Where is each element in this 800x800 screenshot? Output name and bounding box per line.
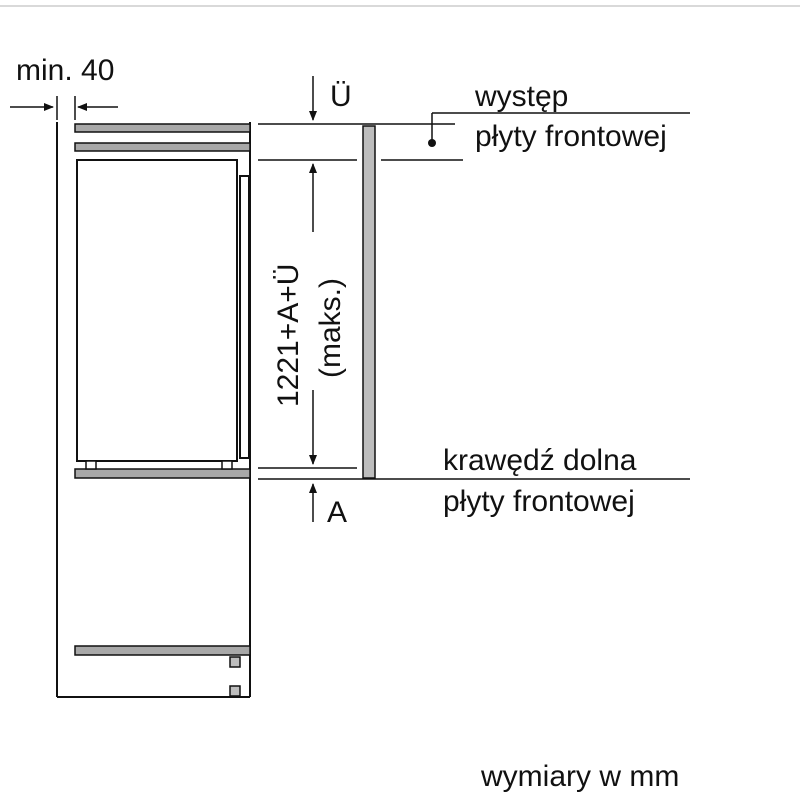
appliance-body — [76, 159, 250, 470]
height-qualifier-label: (maks.) — [314, 278, 347, 378]
a-label: A — [327, 496, 347, 529]
overhang-dot — [428, 139, 436, 147]
overhang-label-line1: występ — [474, 80, 568, 113]
reference-lines — [258, 112, 690, 480]
second-shelf — [74, 142, 251, 152]
foot-lower — [229, 685, 241, 697]
height-formula-label: 1221+A+Ü — [272, 264, 305, 407]
bottom-edge-label-line2: płyty frontowej — [443, 485, 635, 518]
bottom-edge-label-line1: krawędź dolna — [443, 444, 637, 477]
cabinet-niche — [56, 122, 251, 698]
u-label: Ü — [330, 80, 352, 113]
appliance-floor-shelf — [74, 468, 251, 479]
base-shelf — [74, 645, 251, 656]
foot-upper — [229, 656, 241, 668]
top-shelf — [74, 123, 251, 133]
front-panel — [362, 125, 376, 479]
min-gap-dimension — [10, 96, 118, 120]
min-gap-label: min. 40 — [16, 54, 114, 87]
overhang-label-line2: płyty frontowej — [475, 120, 667, 153]
units-note: wymiary w mm — [480, 760, 679, 793]
